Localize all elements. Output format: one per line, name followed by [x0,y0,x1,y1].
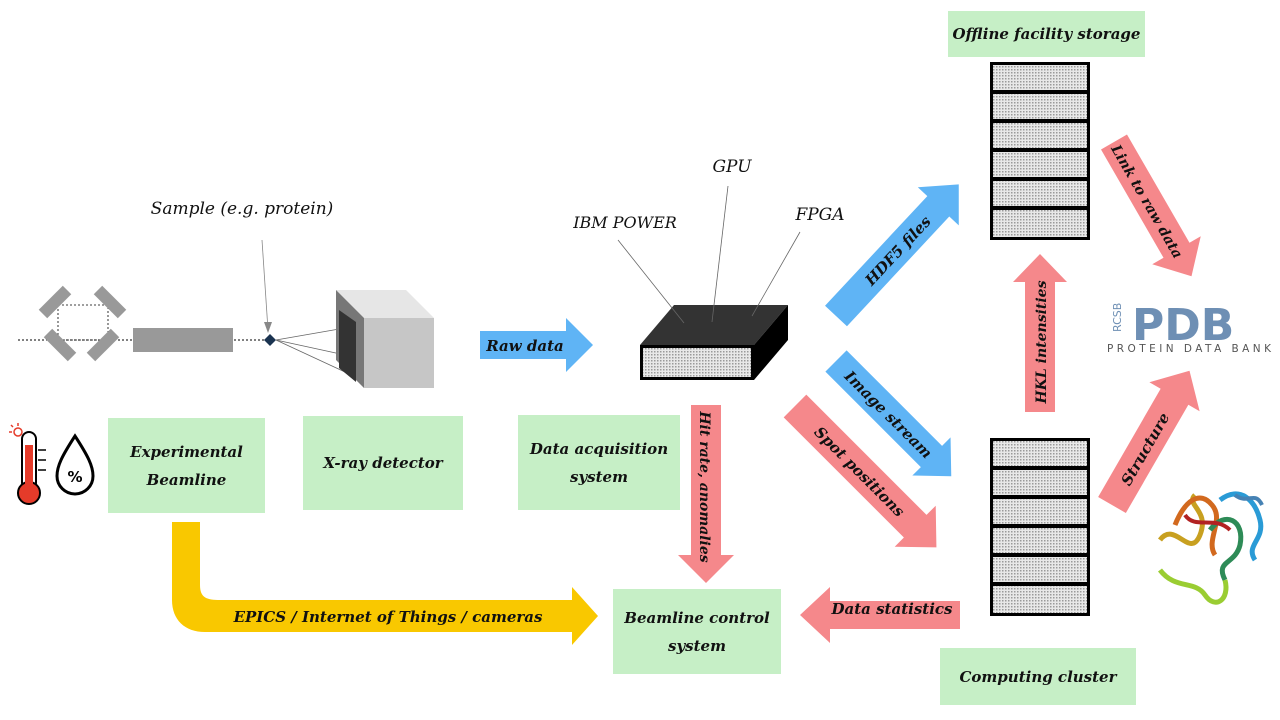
pdb-logo: RCSB PDB PROTEIN DATA BANK [1107,300,1272,355]
storage-box: Offline facility storage [948,11,1145,57]
mirror-bottom-right [86,328,120,362]
link-raw-data-arrow: Link to raw data [1101,134,1201,277]
pdb-logo-letters: PDB [1132,300,1234,351]
cluster-box: Computing cluster [940,648,1136,705]
thermometer-icon [9,423,46,505]
storage-box-label: Offline facility storage [952,25,1141,43]
daq-system-box-label: Data acquisition system [529,439,669,486]
raw-data-label: Raw data [485,337,564,355]
mirror-top-left [38,285,72,319]
daq-box [617,185,801,380]
raw-data-arrow: Raw data [480,318,593,372]
sample-diamond [264,334,276,346]
svg-text:%: % [67,468,82,486]
cluster-rack [990,438,1090,616]
link-raw-data-label: Link to raw data [1107,141,1186,261]
hkl-intensities-arrow: HKL intensities [1013,254,1067,412]
beamline-optics [18,239,346,373]
beam-pipe [133,328,233,352]
hit-rate-label: Hit rate, anomalies [696,410,712,562]
storage-rack [990,62,1090,240]
mirror-bottom-left [43,328,77,362]
data-statistics-arrow: Data statistics [800,587,960,643]
control-system-box: Beamline control system [613,589,781,674]
control-system-box-label: Beamline control system [624,608,770,655]
mirror-top-right [93,285,127,319]
detector-cube [336,290,434,388]
structure-arrow: Structure [1098,370,1200,513]
beamline-box-label: Experimental Beamline [130,442,243,489]
sample-label: Sample (e.g. protein) [151,199,334,219]
hkl-intensities-label: HKL intensities [1034,280,1050,404]
beamline-box: Experimental Beamline [108,418,265,513]
pdb-logo-rcsb: RCSB [1111,303,1124,332]
hdf5-files-arrow: HDF5 files [825,184,959,327]
detector-box: X-ray detector [303,416,463,510]
epics-label: EPICS / Internet of Things / cameras [233,608,543,626]
detector-box-label: X-ray detector [323,454,443,472]
gpu-label: GPU [712,157,752,177]
hdf5-files-label: HDF5 files [861,212,935,290]
daq-system-box: Data acquisition system [518,415,680,510]
data-statistics-label: Data statistics [831,600,954,618]
spot-positions-arrow: Spot positions [783,394,937,548]
ibm-power-label: IBM POWER [572,213,677,232]
epics-arrow: EPICS / Internet of Things / cameras [172,522,598,645]
hit-rate-arrow: Hit rate, anomalies [678,405,734,583]
fpga-label: FPGA [794,205,844,225]
humidity-icon: % [55,433,95,496]
cluster-box-label: Computing cluster [959,667,1117,686]
pdb-logo-subtitle: PROTEIN DATA BANK [1107,343,1272,355]
protein-structure-icon [1158,491,1264,605]
